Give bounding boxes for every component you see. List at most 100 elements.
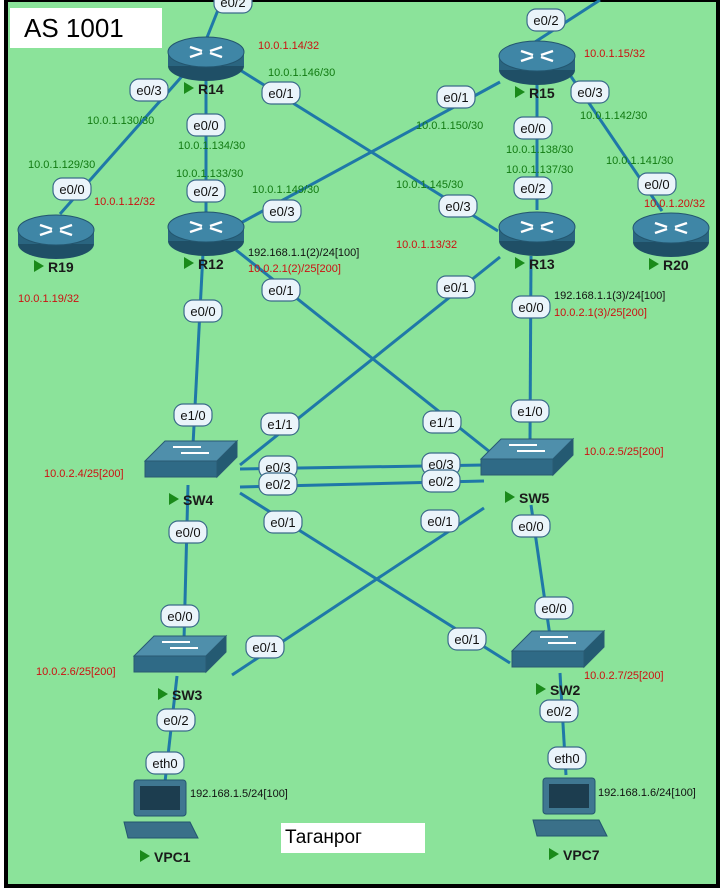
interface-bubble (261, 81, 301, 105)
link-ip-label: 10.0.1.137/30 (506, 164, 573, 176)
interface-bubble (513, 116, 553, 140)
switch-sw2: SW2 (510, 629, 606, 698)
switch-sw5: SW5 (479, 437, 575, 506)
interface-bubble (245, 635, 285, 659)
router-r12: R12 (167, 211, 245, 272)
router-arrow (520, 220, 534, 228)
interface-bubble (513, 176, 553, 200)
interface-bubble (539, 699, 579, 723)
interface-name: e0/2 (533, 13, 558, 28)
link-ip-label: 10.0.1.138/30 (506, 144, 573, 156)
pc-keyboard (123, 821, 199, 839)
router-top (167, 211, 245, 243)
link-ip-label: 10.0.1.134/30 (178, 140, 245, 152)
interface-name: e0/2 (520, 181, 545, 196)
diagram-background (4, 0, 720, 888)
city-label: Таганрог (281, 823, 425, 853)
pc-vpc7: VPC7 (532, 777, 608, 863)
link-ip-label: 10.0.1.146/30 (268, 67, 335, 79)
interface-bubble (547, 746, 587, 770)
node-address-sw2: 10.0.2.7/25[200] (584, 670, 664, 682)
node-address-r19: 10.0.1.19/32 (18, 293, 79, 305)
node-address-sw4: 10.0.2.4/25[200] (44, 468, 124, 480)
node-address-r14: 10.0.1.14/32 (258, 40, 319, 52)
switch-front (133, 655, 207, 673)
interface-name: e0/0 (59, 182, 84, 197)
interface-label: eth0 (547, 746, 587, 770)
router-arrow (540, 220, 554, 228)
interface-name: e0/1 (443, 280, 468, 295)
switch-sw3: SW3 (132, 634, 228, 703)
node-address-r13: 10.0.1.13/32 (396, 239, 457, 251)
node-name-vpc7: VPC7 (563, 847, 600, 863)
node-name-vpc1: VPC1 (154, 849, 191, 865)
interface-label: e0/0 (513, 116, 553, 140)
switch-side (583, 629, 605, 669)
router-arrow (189, 51, 203, 59)
switch-front (511, 650, 585, 668)
interface-label: e0/1 (263, 510, 303, 534)
interface-bubble (156, 708, 196, 732)
router-arrow (540, 226, 554, 234)
router-top (17, 214, 95, 246)
interface-label: e0/0 (637, 172, 677, 196)
node-name-sw3: SW3 (172, 687, 203, 703)
node-name-r13: R13 (529, 256, 555, 272)
interface-name: e0/2 (220, 0, 245, 10)
router-arrow (209, 51, 223, 59)
interface-label: e0/2 (258, 472, 298, 496)
interface-bubble (436, 275, 476, 299)
node-name-r20: R20 (663, 257, 689, 273)
router-arrow (189, 220, 203, 228)
node-status-arrow-icon (549, 848, 559, 860)
interface-bubble (436, 85, 476, 109)
interface-label: e0/0 (168, 520, 208, 544)
interface-label: e0/2 (513, 176, 553, 200)
interface-label: e0/0 (534, 596, 574, 620)
router-arrow (189, 226, 203, 234)
link-ip-label: 10.0.1.150/30 (416, 120, 483, 132)
link-ip-label: 10.0.1.133/30 (176, 168, 243, 180)
node-address-r13: 10.0.2.1(3)/25[200] (554, 307, 647, 319)
interface-bubble (168, 520, 208, 544)
router-arrow (654, 227, 668, 235)
interface-name: e0/3 (445, 199, 470, 214)
router-r13: R13 (498, 211, 576, 272)
interface-bubble (510, 399, 550, 423)
interface-name: e0/2 (546, 704, 571, 719)
interface-name: e0/0 (193, 118, 218, 133)
node-status-arrow-icon (649, 258, 659, 270)
interface-name: e1/0 (180, 408, 205, 423)
link-ip-label: 10.0.1.141/30 (606, 155, 673, 167)
node-name-sw2: SW2 (550, 682, 581, 698)
switch-sw4: SW4 (143, 439, 239, 508)
router-arrow (59, 223, 73, 231)
interface-label: e0/3 (262, 199, 302, 223)
interface-bubble (511, 295, 551, 319)
switch-side (205, 634, 227, 674)
link-R15-top-right-exit (534, 0, 601, 44)
interface-name: e0/1 (252, 640, 277, 655)
node-status-arrow-icon (515, 86, 525, 98)
interface-label: e0/2 (156, 708, 196, 732)
node-address-vpc1: 192.168.1.5/24[100] (190, 788, 288, 800)
switch-side (216, 439, 238, 479)
interface-name: e0/3 (269, 204, 294, 219)
labels-layer: e0/2 e0/2 e0/3 e0/0 e0/0 e0/2 e0/1 e0/3 e0/1 e0/3… (18, 0, 705, 800)
interface-name: e0/0 (518, 519, 543, 534)
router-arrow (520, 226, 534, 234)
router-arrow (674, 221, 688, 229)
interface-name: e0/0 (644, 177, 669, 192)
node-status-arrow-icon (140, 850, 150, 862)
interface-name: e0/0 (167, 609, 192, 624)
interface-bubble (160, 604, 200, 628)
router-arrow (189, 45, 203, 53)
interface-bubble (260, 412, 300, 436)
interface-label: e0/2 (526, 8, 566, 32)
interface-name: e0/0 (520, 121, 545, 136)
interface-name: e0/2 (193, 184, 218, 199)
interface-name: e0/3 (136, 83, 161, 98)
